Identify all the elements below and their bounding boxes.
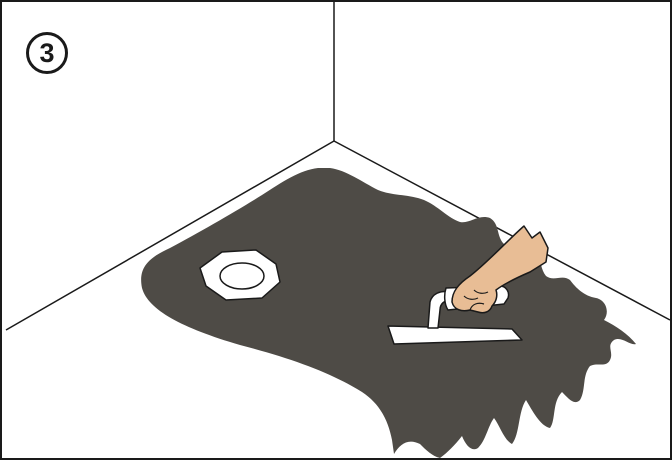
compound-layer (141, 168, 636, 458)
corner-walls-icon (5, 2, 671, 331)
floor-left-edge (5, 140, 335, 331)
floor-drain-icon (199, 249, 281, 301)
trowel-blade (387, 325, 523, 345)
drain-opening (219, 262, 265, 290)
floor-right-edge (333, 140, 671, 321)
step-number-badge: 3 (26, 32, 68, 74)
finger-line-1 (463, 295, 479, 300)
finger-line-3 (469, 302, 485, 311)
hand-icon (451, 225, 549, 314)
finger-line-2 (473, 289, 489, 294)
